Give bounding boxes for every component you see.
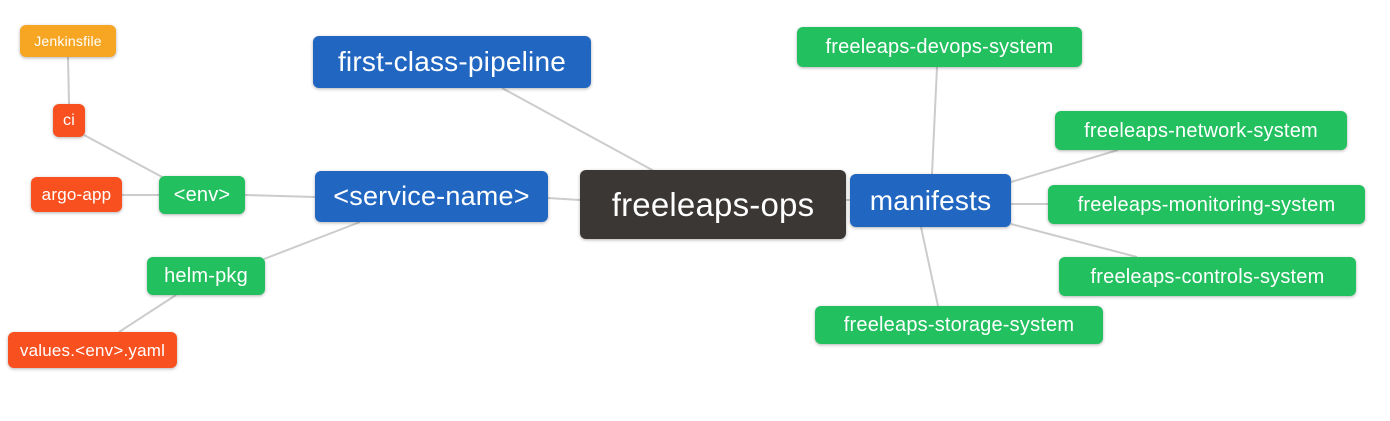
node-freeleaps-devops-system[interactable]: freeleaps-devops-system bbox=[797, 27, 1082, 67]
node-label: ci bbox=[63, 111, 75, 129]
node-freeleaps-ops[interactable]: freeleaps-ops bbox=[580, 170, 846, 239]
edge-manifests--freeleaps-storage-system bbox=[920, 226, 939, 307]
node-label: freeleaps-storage-system bbox=[843, 314, 1075, 336]
node-ci[interactable]: ci bbox=[53, 104, 85, 137]
edge-manifests--freeleaps-controls-system bbox=[1010, 223, 1138, 258]
node-label: freeleaps-ops bbox=[611, 186, 815, 223]
node-label: values.<env>.yaml bbox=[19, 340, 166, 360]
node-freeleaps-monitoring-system[interactable]: freeleaps-monitoring-system bbox=[1048, 185, 1365, 224]
node-first-class-pipeline[interactable]: first-class-pipeline bbox=[313, 36, 591, 88]
edge-env--service-name bbox=[244, 194, 316, 198]
edge-jenkinsfile--ci bbox=[67, 56, 70, 105]
node-label: freeleaps-devops-system bbox=[825, 36, 1054, 58]
node-label: freeleaps-network-system bbox=[1084, 119, 1318, 142]
node-freeleaps-storage-system[interactable]: freeleaps-storage-system bbox=[815, 306, 1103, 344]
node-freeleaps-controls-system[interactable]: freeleaps-controls-system bbox=[1059, 257, 1356, 296]
edge-first-class-pipeline--freeleaps-ops bbox=[501, 87, 655, 172]
node-env[interactable]: <env> bbox=[159, 176, 245, 214]
node-jenkinsfile[interactable]: Jenkinsfile bbox=[20, 25, 116, 57]
node-label: freeleaps-monitoring-system bbox=[1077, 193, 1336, 216]
node-argo-app[interactable]: argo-app bbox=[31, 177, 122, 212]
node-label: freeleaps-controls-system bbox=[1090, 265, 1325, 288]
node-label: argo-app bbox=[41, 185, 112, 204]
edge-helm-pkg--service-name bbox=[263, 221, 361, 260]
node-service-name[interactable]: <service-name> bbox=[315, 171, 548, 222]
edge-manifests--freeleaps-network-system bbox=[1010, 149, 1119, 183]
node-label: Jenkinsfile bbox=[34, 33, 102, 49]
edge-service-name--freeleaps-ops bbox=[547, 197, 581, 201]
node-label: <service-name> bbox=[333, 181, 530, 211]
node-label: <env> bbox=[173, 184, 231, 206]
node-label: helm-pkg bbox=[164, 265, 248, 287]
node-manifests[interactable]: manifests bbox=[850, 174, 1011, 227]
node-helm-pkg[interactable]: helm-pkg bbox=[147, 257, 265, 295]
node-label: manifests bbox=[869, 184, 992, 216]
node-freeleaps-network-system[interactable]: freeleaps-network-system bbox=[1055, 111, 1347, 150]
node-label: first-class-pipeline bbox=[337, 46, 567, 77]
edge-manifests--freeleaps-devops-system bbox=[931, 66, 938, 175]
edge-values-env-yaml--helm-pkg bbox=[118, 294, 177, 333]
node-values-env-yaml[interactable]: values.<env>.yaml bbox=[8, 332, 177, 368]
edge-ci--env bbox=[83, 134, 165, 179]
